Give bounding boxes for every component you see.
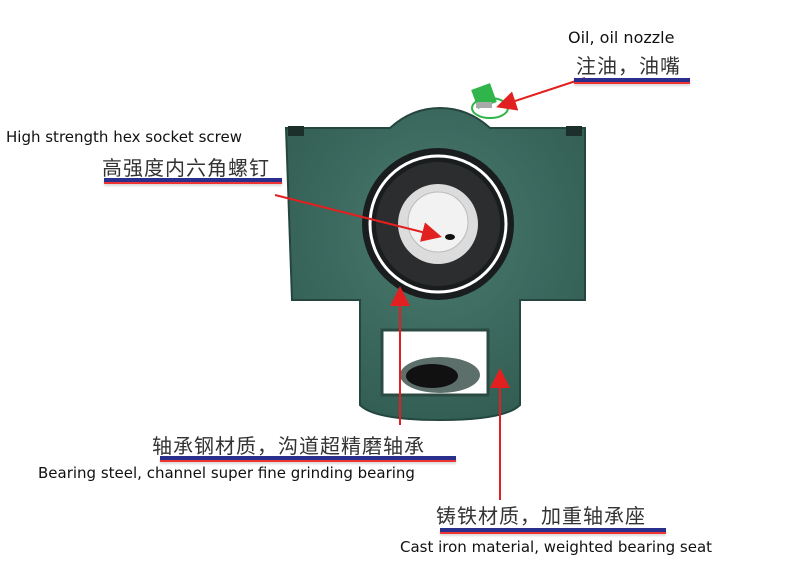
bearing: [362, 148, 514, 300]
oil-nozzle-label-zh: 注油，油嘴: [576, 54, 681, 78]
hex-screw-label-zh: 高强度内六角螺钉: [102, 156, 270, 180]
hex-screw-label-en: High strength hex socket screw: [6, 128, 242, 146]
hex-screw-underline: [104, 178, 282, 184]
bearing-steel-underline: [160, 456, 456, 462]
cast-iron-label-zh: 铸铁材质，加重轴承座: [436, 504, 646, 528]
cast-iron-underline: [440, 528, 666, 534]
oil-nozzle-underline: [574, 78, 690, 84]
bearing-steel-label-zh: 轴承钢材质，沟道超精磨轴承: [152, 434, 425, 458]
cast-iron-label-en: Cast iron material, weighted bearing sea…: [400, 538, 713, 556]
oil-nozzle-label-en: Oil, oil nozzle: [568, 28, 675, 47]
oil-nozzle: [471, 83, 509, 119]
bearing-steel-label-en: Bearing steel, channel super fine grindi…: [38, 464, 415, 482]
